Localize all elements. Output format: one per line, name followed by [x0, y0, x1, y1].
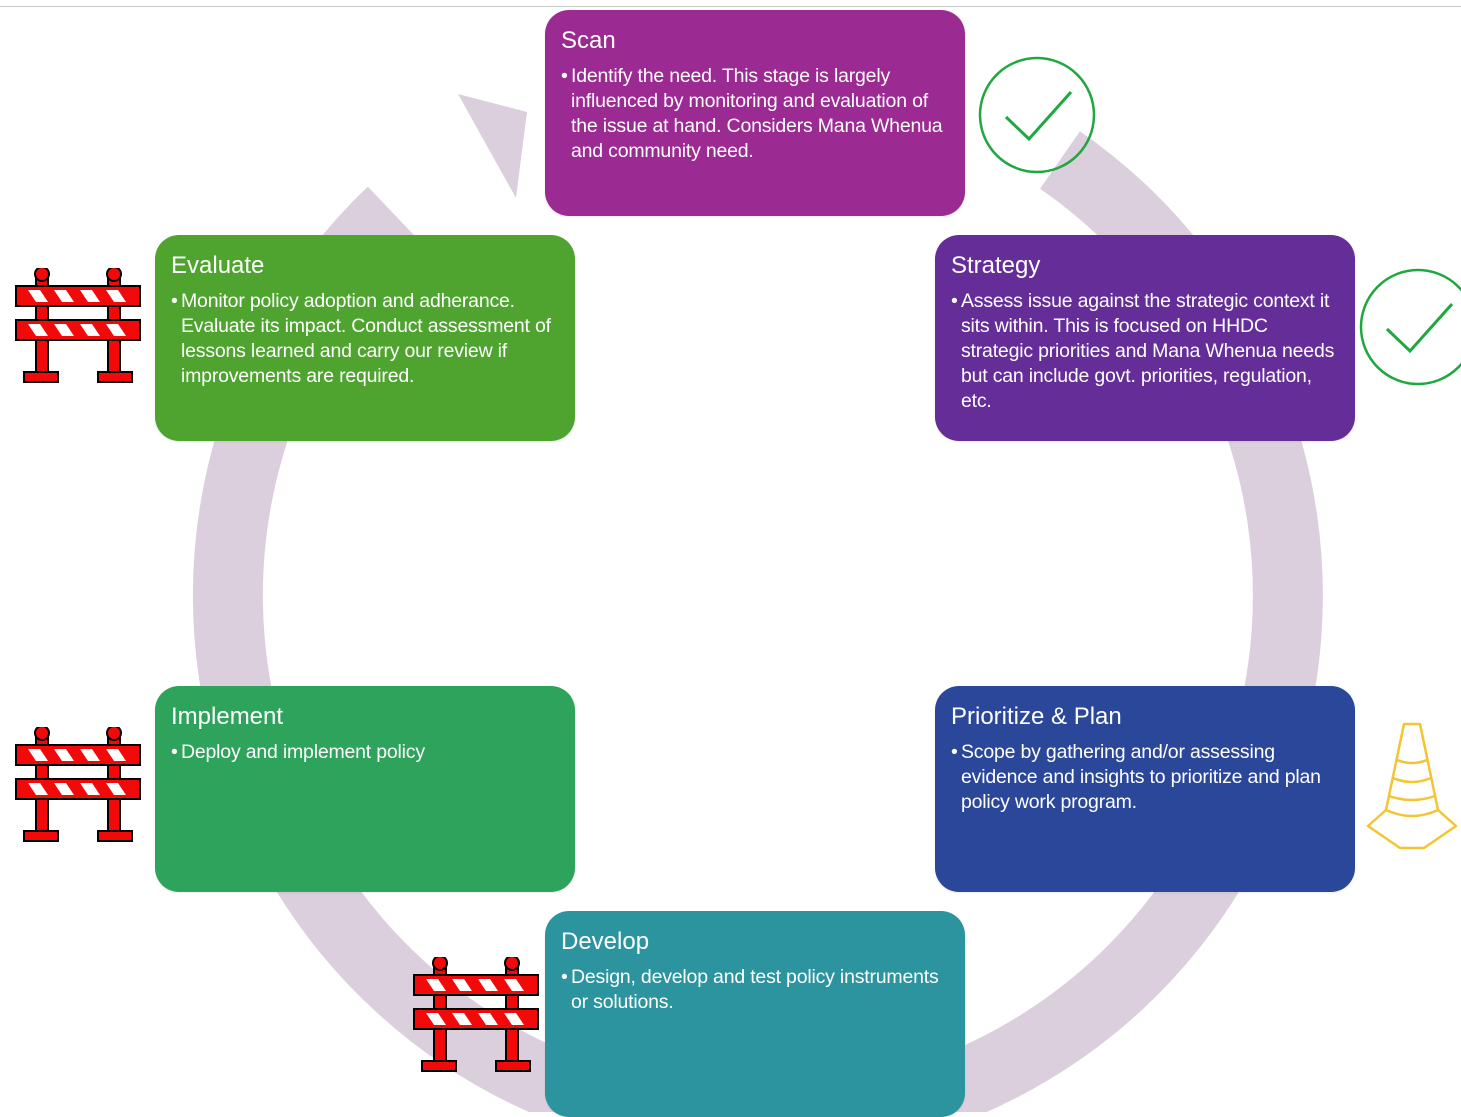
road-barrier-icon	[14, 268, 142, 386]
bullet: •	[951, 290, 958, 312]
stage-implement: Implement •Deploy and implement policy	[155, 686, 575, 892]
stage-scan: Scan •Identify the need. This stage is l…	[545, 10, 965, 216]
stage-strategy-text: Assess issue against the strategic conte…	[961, 290, 1335, 412]
stage-evaluate: Evaluate •Monitor policy adoption and ad…	[155, 235, 575, 441]
stage-implement-description: •Deploy and implement policy	[171, 740, 559, 765]
stage-develop-text: Design, develop and test policy instrume…	[571, 966, 939, 1013]
stage-implement-text: Deploy and implement policy	[181, 741, 425, 763]
stage-scan-title: Scan	[561, 27, 616, 54]
stage-evaluate-title: Evaluate	[171, 252, 265, 279]
stage-strategy: Strategy •Assess issue against the strat…	[935, 235, 1355, 441]
checkmark-circle-icon	[1358, 267, 1461, 387]
stage-prioritize-plan: Prioritize & Plan •Scope by gathering an…	[935, 686, 1355, 892]
bullet: •	[951, 741, 958, 763]
stage-implement-title: Implement	[171, 703, 284, 730]
bullet: •	[171, 290, 178, 312]
checkmark-circle-icon	[977, 55, 1097, 175]
stage-prioritize-text: Scope by gathering and/or assessing evid…	[961, 741, 1321, 813]
stage-strategy-title: Strategy	[951, 252, 1041, 279]
bullet: •	[561, 65, 568, 87]
road-barrier-icon	[14, 727, 142, 845]
stage-prioritize-description: •Scope by gathering and/or assessing evi…	[951, 740, 1339, 815]
stage-develop: Develop •Design, develop and test policy…	[545, 911, 965, 1117]
stage-evaluate-text: Monitor policy adoption and adherance. E…	[181, 290, 551, 387]
cycle-arrowhead	[458, 94, 527, 198]
bullet: •	[561, 966, 568, 988]
stage-develop-title: Develop	[561, 928, 650, 955]
cycle-ring-arc	[192, 131, 1323, 1112]
stage-prioritize-title: Prioritize & Plan	[951, 703, 1122, 730]
stage-evaluate-description: •Monitor policy adoption and adherance. …	[171, 289, 559, 389]
stage-strategy-description: •Assess issue against the strategic cont…	[951, 289, 1339, 414]
traffic-cone-icon	[1364, 722, 1461, 850]
stage-scan-description: •Identify the need. This stage is largel…	[561, 64, 949, 164]
stage-develop-description: •Design, develop and test policy instrum…	[561, 965, 949, 1015]
top-divider	[0, 6, 1461, 7]
stage-scan-text: Identify the need. This stage is largely…	[571, 65, 943, 162]
bullet: •	[171, 741, 178, 763]
road-barrier-icon	[412, 957, 540, 1075]
